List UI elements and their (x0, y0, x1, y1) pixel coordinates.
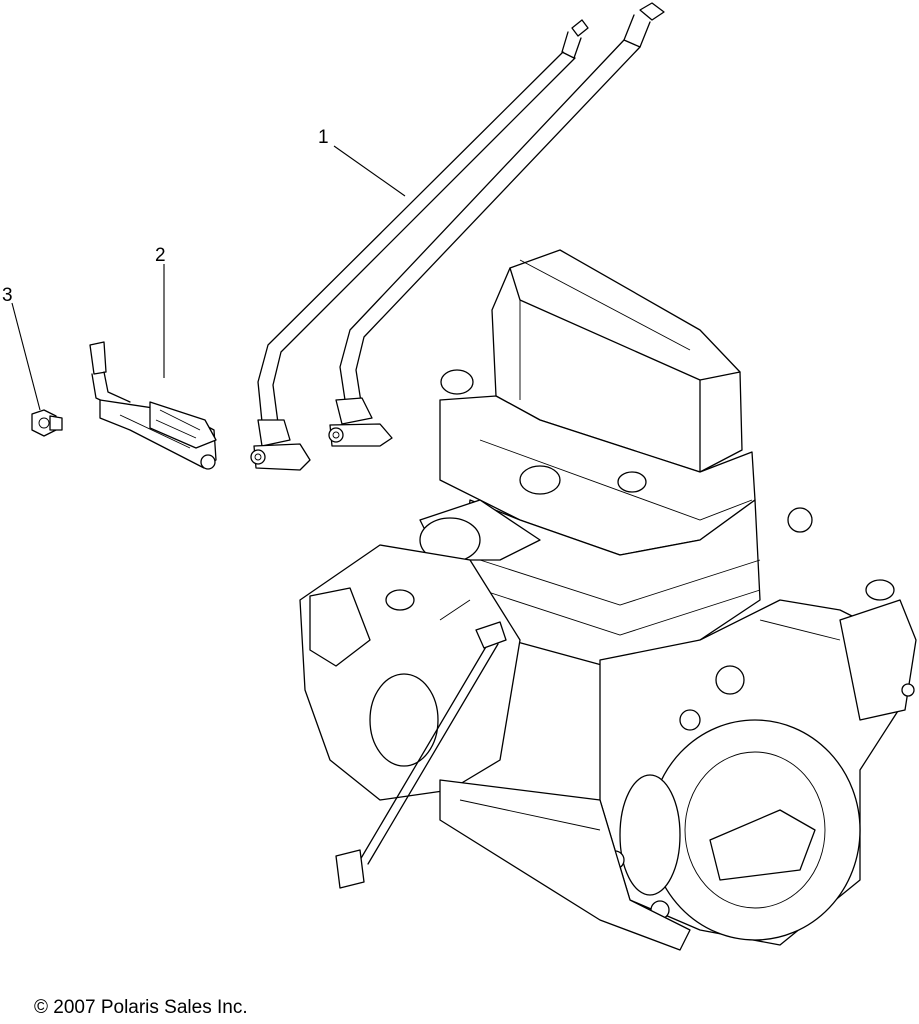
leader-line-1 (333, 145, 406, 197)
callout-number-3: 3 (2, 285, 13, 306)
spark-plug-wire-left[interactable] (250, 19, 589, 471)
callout-number-1: 1 (318, 127, 329, 148)
spark-plug-wire-right[interactable] (328, 2, 665, 447)
leader-line-3 (11, 302, 41, 411)
callout-number-2: 2 (155, 245, 166, 266)
nut[interactable] (31, 409, 63, 437)
copyright-notice: © 2007 Polaris Sales Inc. (34, 997, 248, 1018)
engine-assembly (299, 249, 917, 951)
clamp-hose-assembly[interactable] (89, 341, 217, 470)
